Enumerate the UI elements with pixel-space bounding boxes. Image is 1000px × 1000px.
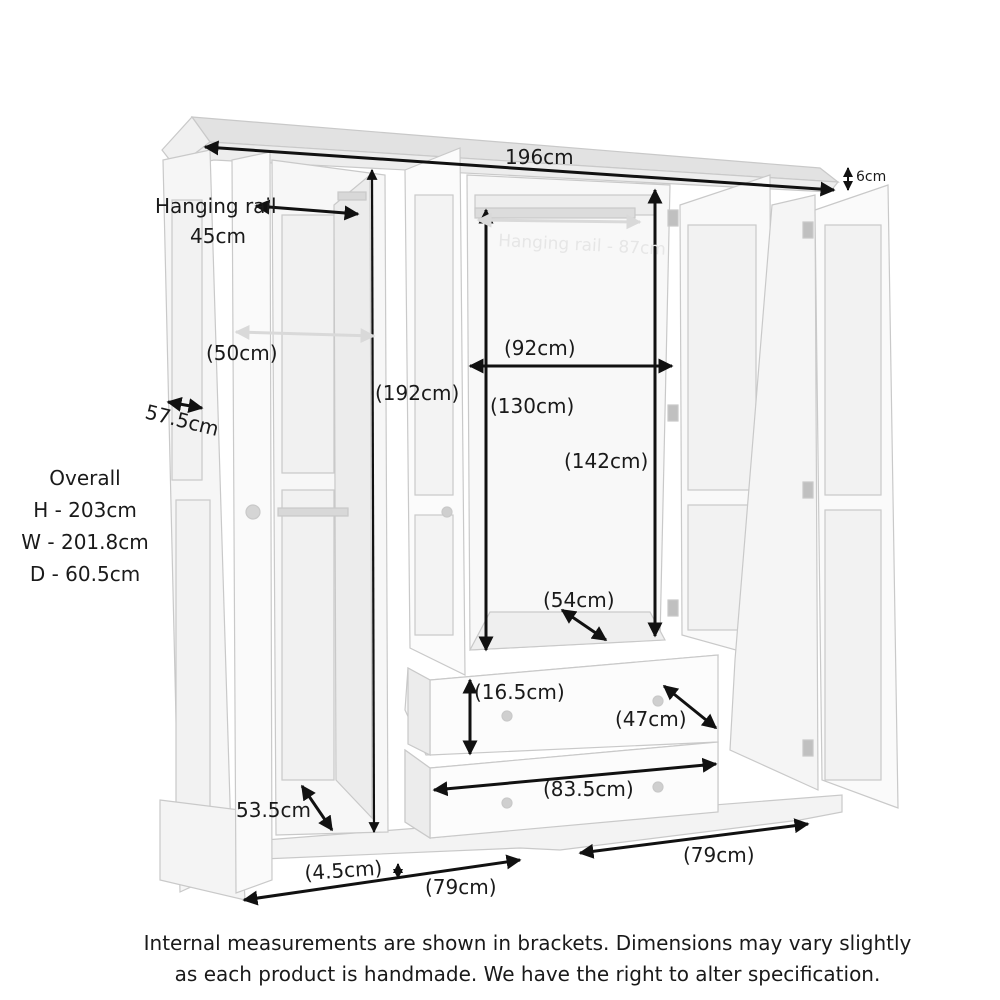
base-right-width-line [578,818,810,859]
base-left-width-line [242,854,522,906]
center-rail-line [476,212,642,230]
overall-depth: D - 60.5cm [29,562,141,586]
left-rail-line [254,199,360,221]
left-height-line [366,168,380,834]
left-depth-50-line [234,324,376,344]
drawer-depth-line [662,684,718,730]
shelf-depth-line [560,608,608,642]
side-depth-line [166,396,204,414]
internal-width-92-label: (92cm) [504,336,576,360]
dimension-lines [166,140,853,906]
overall-title: Overall [49,466,121,490]
plinth-height-label: (4.5cm) [304,856,383,885]
overall-dimensions: Overall H - 203cm W - 201.8cm D - 60.5cm [10,462,160,590]
top-width-label: 196cm [505,145,574,169]
drawer-depth-label: (47cm) [615,707,687,731]
footnote: Internal measurements are shown in brack… [60,928,995,990]
drawer-width-label: (83.5cm) [543,777,634,801]
left-base-depth-line [300,784,334,832]
drawer-width-line [432,757,718,797]
overall-height: H - 203cm [33,498,137,522]
hanging-rail-left-label-1: Hanging rail [155,194,277,218]
overall-width: W - 201.8cm [21,530,149,554]
footnote-line-1: Internal measurements are shown in brack… [143,931,912,955]
light-dimension-lines [234,212,642,344]
left-depth-50-label: (50cm) [206,341,278,365]
internal-height-192-label: (192cm) [375,381,459,405]
left-base-depth-label: 53.5cm [236,798,311,822]
cornice-height-label: 6cm [856,169,886,185]
internal-height-130-label: (130cm) [490,394,574,418]
drawer-height-label: (16.5cm) [474,680,565,704]
base-right-width-label: (79cm) [683,843,755,867]
internal-height-142-label: (142cm) [564,449,648,473]
shelf-depth-label: (54cm) [543,588,615,612]
top-width-line [203,140,836,197]
base-left-width-label: (79cm) [425,875,497,899]
footnote-line-2: as each product is handmade. We have the… [174,962,881,986]
hanging-rail-left-label-2: 45cm [190,224,246,248]
